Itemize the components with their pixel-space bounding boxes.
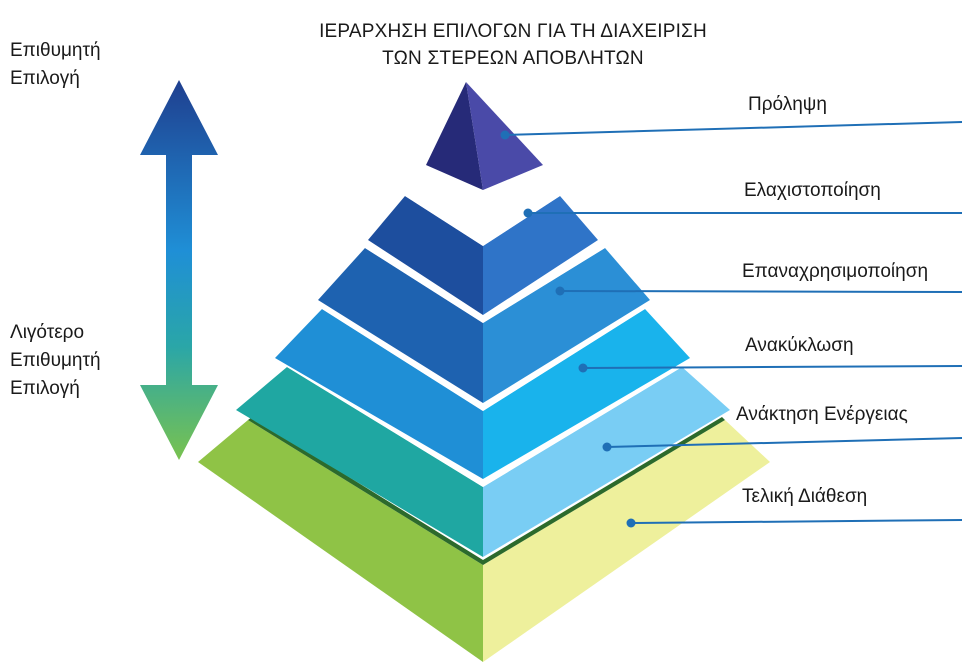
- pyramid-tier-final-disposal: [198, 417, 770, 662]
- scale-bottom-label-line-1: Λιγότερο: [10, 322, 84, 343]
- diagram-title-line-2: ΤΩΝ ΣΤΕΡΕΩΝ ΑΠΟΒΛΗΤΩΝ: [382, 48, 644, 69]
- pyramid: [198, 82, 770, 662]
- leader-dot-recycling: [578, 363, 588, 373]
- pyramid-tier-prevention: [426, 82, 543, 190]
- leader-dot-final-disposal: [626, 518, 636, 528]
- double-arrow-icon: [140, 80, 218, 460]
- leader-line-energy-recovery: [606, 437, 963, 448]
- leader-line-final-disposal: [630, 519, 963, 524]
- leader-dot-reuse: [555, 286, 565, 296]
- tier-label-recycling: Ανακύκλωση: [745, 335, 854, 356]
- tier-label-prevention: Πρόληψη: [748, 94, 827, 115]
- leader-line-recycling: [582, 365, 963, 369]
- leader-dot-prevention: [500, 130, 510, 140]
- tier-label-final-disposal: Τελική Διάθεση: [742, 486, 867, 507]
- pyramid-tier-minimization: [368, 193, 598, 315]
- leader-dot-minimization: [523, 208, 533, 218]
- scale-bottom-label-line-2: Επιθυμητή: [10, 350, 101, 371]
- leader-lines: [500, 121, 963, 528]
- pyramid-tier-reuse: [318, 245, 650, 403]
- scale-top-label-line-2: Επιλογή: [10, 68, 80, 89]
- tier-label-minimization: Ελαχιστοποίηση: [744, 180, 881, 201]
- pyramid-tier-recycling: [275, 306, 690, 479]
- tier-label-energy-recovery: Ανάκτηση Ενέργειας: [736, 404, 908, 425]
- leader-line-prevention: [504, 121, 963, 136]
- tier-label-reuse: Επαναχρησιμοποίηση: [742, 261, 928, 282]
- leader-dot-energy-recovery: [602, 442, 612, 452]
- scale-bottom-label-line-3: Επιλογή: [10, 378, 80, 399]
- pyramid-tier-energy-recovery: [236, 364, 730, 557]
- diagram-title-line-1: ΙΕΡΑΡΧΗΣΗ ΕΠΙΛΟΓΩΝ ΓΙΑ ΤΗ ΔΙΑΧΕΙΡΙΣΗ: [319, 21, 707, 42]
- scale-top-label-line-1: Επιθυμητή: [10, 40, 101, 61]
- leader-line-reuse: [559, 290, 963, 293]
